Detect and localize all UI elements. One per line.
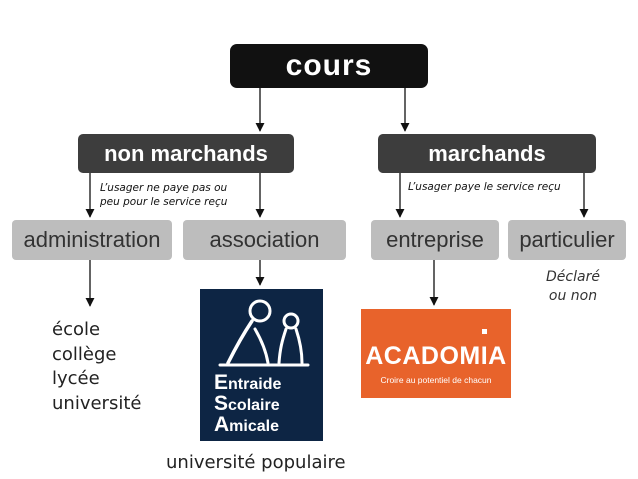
esa-line-amicale: Amicale: [214, 413, 279, 436]
particulier-note: Déclaré ou non: [538, 268, 608, 306]
node-particulier: particulier: [508, 220, 626, 260]
acadomia-slogan: Croire au potentiel de chacun: [380, 375, 492, 385]
entraide-scolaire-amicale-logo: Entraide Scolaire Amicale: [200, 289, 323, 441]
particulier-note-line-2: ou non: [548, 288, 598, 304]
list-item: école: [52, 319, 101, 340]
list-item: université: [52, 392, 142, 414]
acadomia-logo: ACADOMIA Croire au potentiel de chacun: [361, 309, 511, 398]
esa-line-entraide: Entraide: [214, 371, 282, 394]
figures-at-desk-icon: [218, 299, 310, 367]
association-example: université populaire: [166, 452, 346, 473]
esa-line-scolaire: Scolaire: [214, 392, 280, 415]
non-marchands-note: L’usager ne paye pas ou peu pour le serv…: [100, 181, 227, 209]
node-entreprise: entreprise: [371, 220, 499, 260]
non-marchands-note-line-2: peu pour le service reçu: [100, 196, 228, 208]
acadomia-accent-mark: [482, 329, 487, 334]
non-marchands-note-line-1: L’usager ne paye pas ou: [100, 182, 228, 194]
node-association: association: [183, 220, 346, 260]
esa-wordmark: Entraide Scolaire Amicale: [214, 371, 282, 436]
marchands-note: L’usager paye le service reçu: [408, 181, 561, 193]
list-item: lycée: [52, 368, 100, 389]
node-non-marchands: non marchands: [78, 134, 294, 173]
node-administration: administration: [12, 220, 172, 260]
list-item: collège: [52, 343, 117, 365]
acadomia-name: ACADOMIA: [365, 342, 507, 370]
particulier-note-line-1: Déclaré: [546, 269, 600, 285]
administration-examples: école collège lycée université: [52, 318, 141, 416]
node-marchands: marchands: [378, 134, 596, 173]
node-cours: cours: [230, 44, 428, 88]
